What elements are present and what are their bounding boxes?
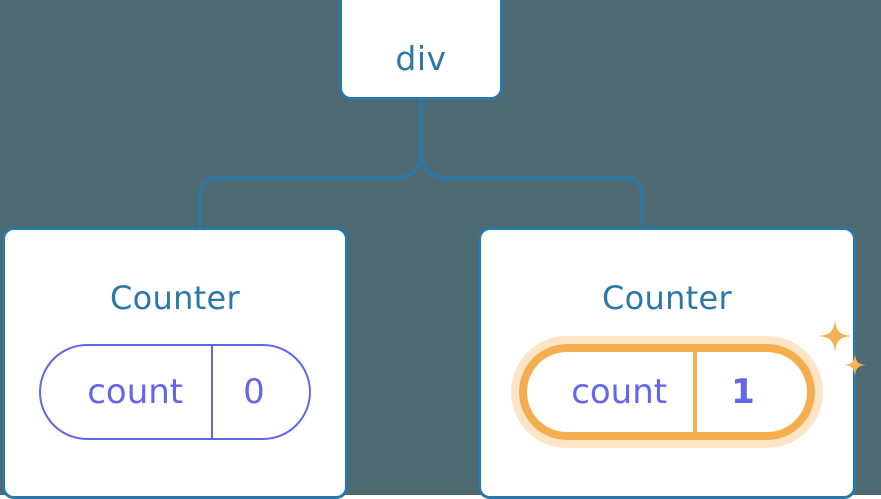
sparkle-small-icon (843, 354, 866, 376)
state-pill[interactable]: count 0 (39, 344, 311, 440)
state-pill-highlighted[interactable]: count 1 (519, 344, 815, 440)
component-title: Counter (110, 279, 240, 317)
sparkle-large-icon (818, 320, 851, 352)
state-value-label: 0 (211, 346, 309, 438)
component-title: Counter (602, 279, 732, 317)
tree-node-div-label: div (395, 39, 447, 78)
component-card-counter-right[interactable]: Counter count 1 (478, 227, 866, 499)
state-key-label: count (571, 372, 668, 412)
connector-branch-left (198, 146, 423, 229)
state-key-label: count (87, 372, 184, 412)
tree-node-div[interactable]: div (339, 0, 503, 100)
state-pill-wrapper: count 0 (39, 344, 311, 440)
component-card-counter-left[interactable]: Counter count 0 (2, 227, 348, 499)
state-pill-wrapper-highlighted: count 1 (519, 320, 866, 440)
state-value-label: 1 (693, 352, 807, 432)
connector-branch-right (419, 146, 644, 229)
sparkles-group (818, 320, 866, 376)
